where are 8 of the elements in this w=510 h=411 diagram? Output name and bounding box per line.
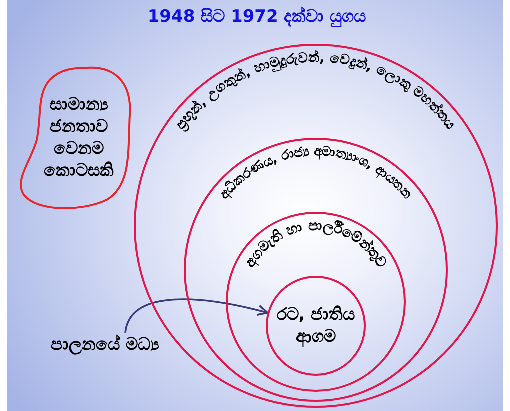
curved-arrow (124, 298, 269, 334)
ring-circle (226, 212, 406, 392)
ring-circle (184, 138, 448, 402)
title: 1948 සිට 1972 දක්වා යුගය (148, 7, 366, 27)
pointer-label: පාලනයේ මධ්‍ය (51, 334, 159, 356)
center-circle (266, 276, 366, 376)
center-label: රට, ජාතිය ආගම (276, 304, 356, 348)
blob-label: සාමාන්‍ය ජනතාව වෙනම කොටසකි (44, 94, 114, 182)
